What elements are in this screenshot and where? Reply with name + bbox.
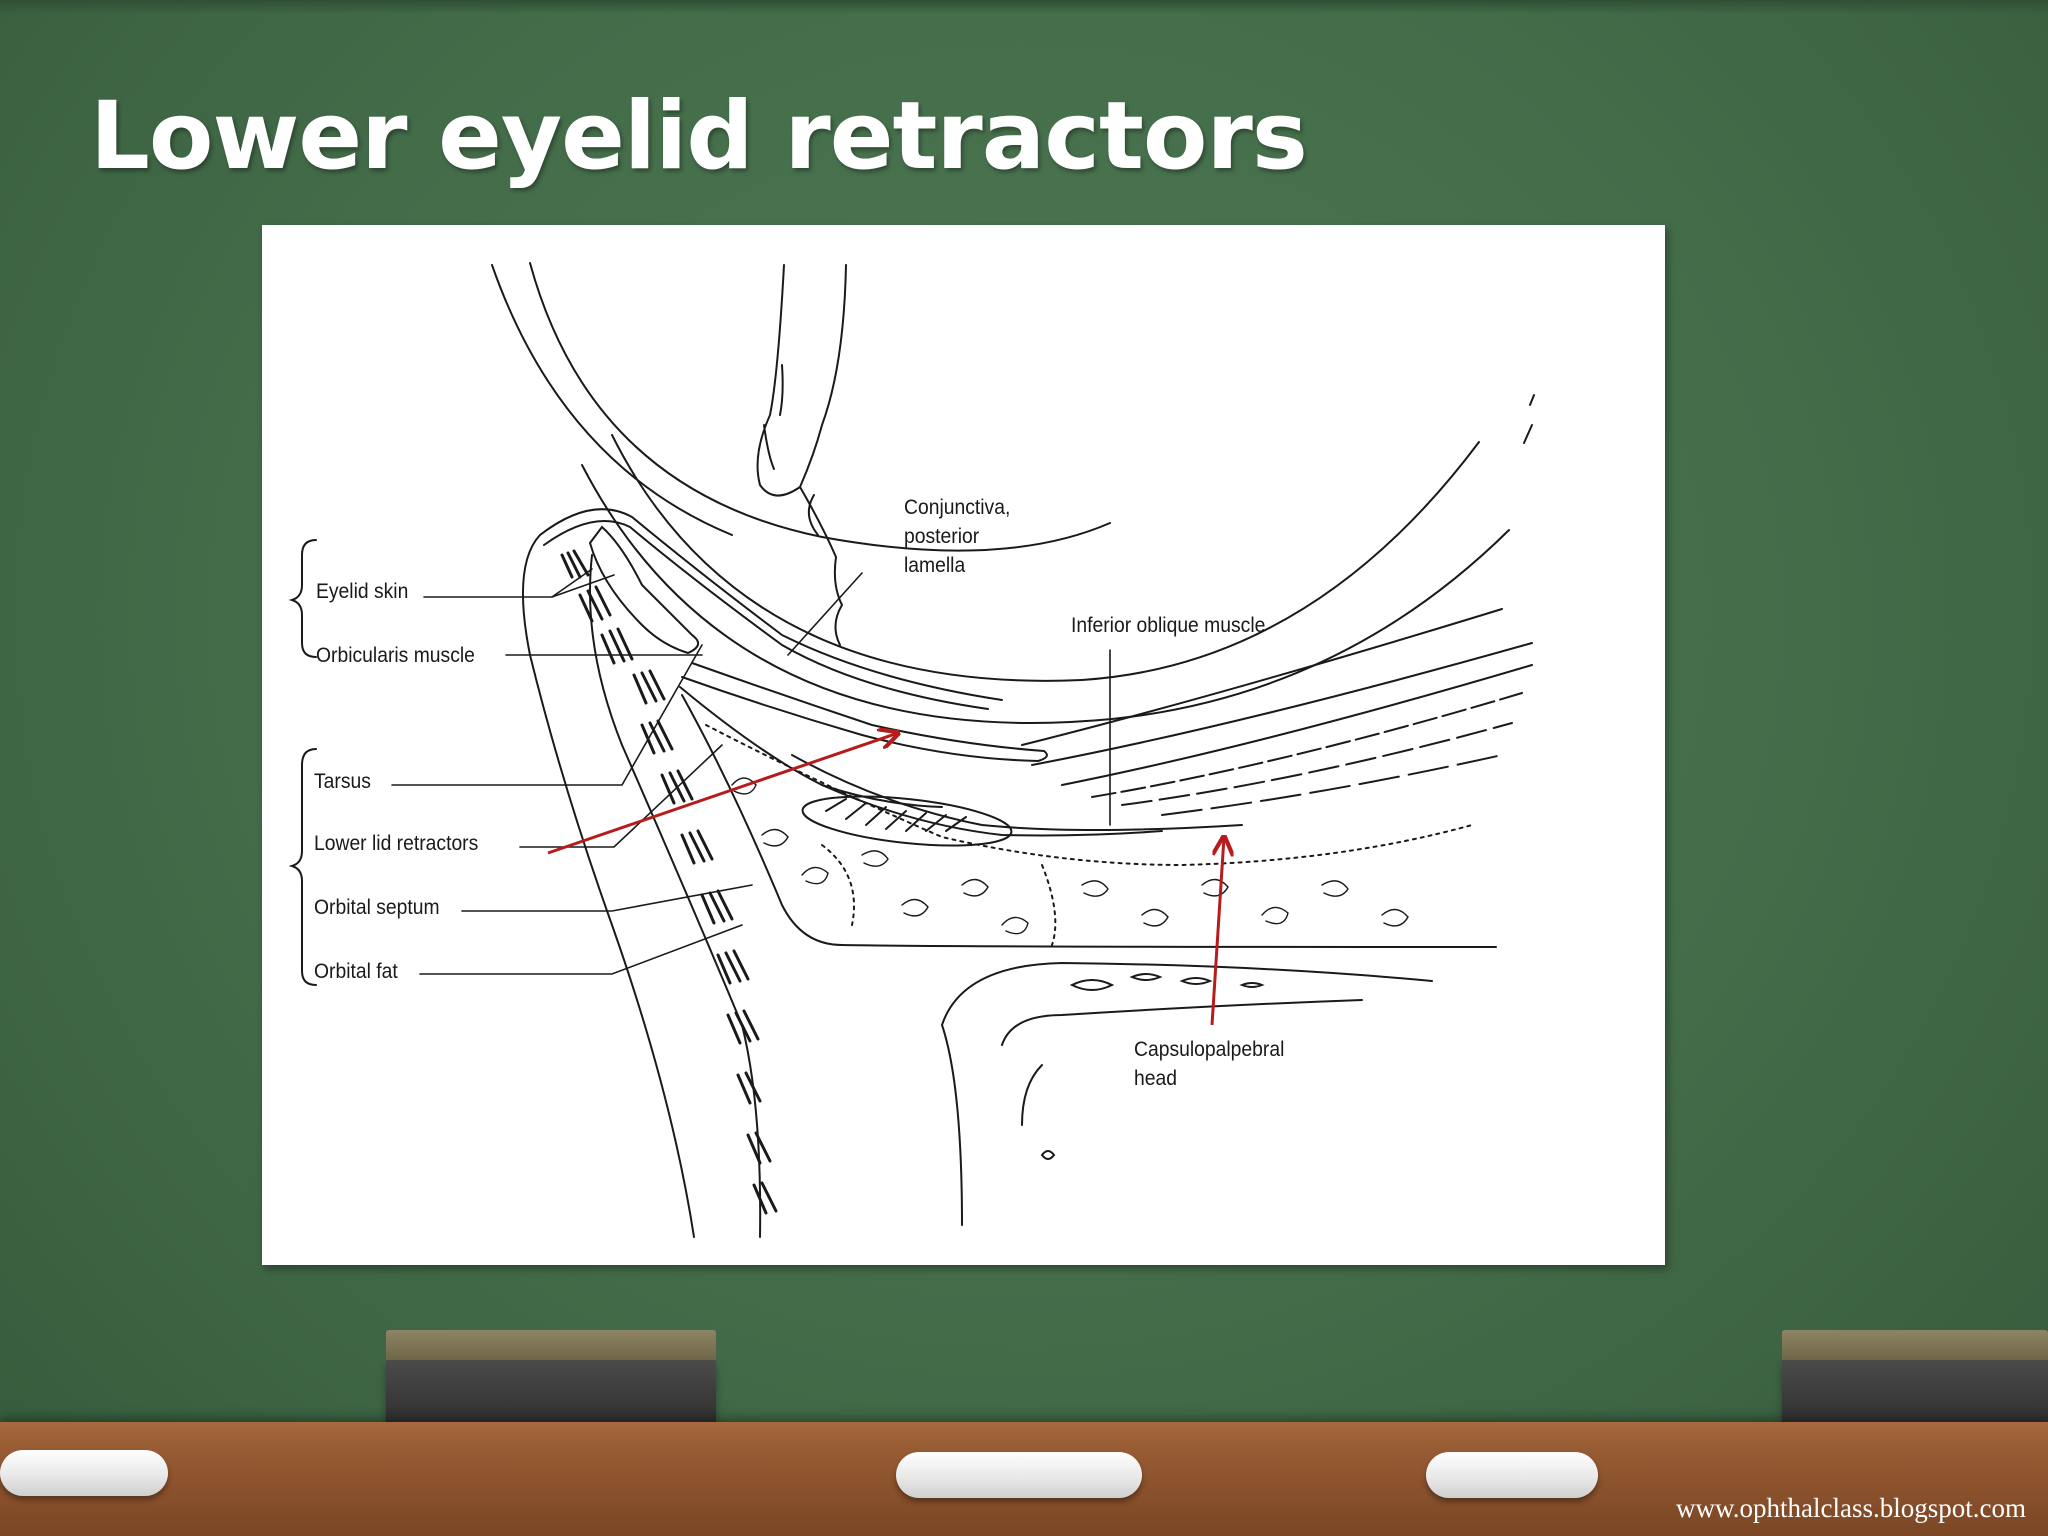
orbital-floor-bone bbox=[940, 961, 1433, 1226]
tarsus-outline bbox=[588, 525, 699, 655]
chalkboard-eraser-right bbox=[1782, 1330, 2048, 1432]
diagram-panel: Eyelid skin Orbicularis muscle Tarsus Lo… bbox=[262, 225, 1665, 1265]
eyelid-anterior-surface bbox=[521, 534, 695, 1238]
bracket-lower bbox=[288, 748, 317, 986]
leader-tarsus bbox=[391, 644, 703, 786]
orbital-fat-outline bbox=[705, 724, 1473, 867]
leader-orbital-fat bbox=[419, 924, 743, 975]
globe-outer-curve bbox=[581, 464, 1510, 724]
label-lower-lid-retractors: Lower lid retractors bbox=[314, 832, 479, 855]
chalk-stick-middle bbox=[896, 1452, 1142, 1498]
label-orbital-fat: Orbital fat bbox=[314, 960, 398, 983]
leader-eyelid-skin bbox=[423, 568, 593, 598]
slide-title: Lower eyelid retractors bbox=[90, 82, 1308, 191]
leader-lower-lid-retractors bbox=[519, 744, 723, 848]
leader-orbital-septum bbox=[461, 884, 753, 912]
label-capsulopalpebral-head: Capsulopalpebral head bbox=[1134, 1038, 1285, 1090]
retractor-annotation-arrow bbox=[547, 733, 898, 855]
label-orbital-septum: Orbital septum bbox=[314, 896, 440, 919]
label-tarsus: Tarsus bbox=[314, 770, 371, 793]
inferior-oblique-muscle bbox=[801, 795, 1013, 847]
cornea-curve bbox=[529, 262, 1111, 552]
label-orbicularis-muscle: Orbicularis muscle bbox=[316, 644, 475, 667]
lower-lid-retractor-layer bbox=[821, 784, 1163, 837]
label-conjunctiva: Conjunctiva, posterior lamella bbox=[904, 496, 1011, 577]
label-eyelid-skin: Eyelid skin bbox=[316, 580, 409, 603]
eyelid-skin-line bbox=[539, 508, 1003, 701]
conjunctiva-band bbox=[681, 662, 1048, 763]
leader-conjunctiva bbox=[787, 572, 863, 656]
chalk-stick-right bbox=[1426, 1452, 1598, 1498]
label-inferior-oblique-muscle: Inferior oblique muscle bbox=[1071, 614, 1266, 637]
chalk-stick-left bbox=[0, 1450, 168, 1496]
eyelid-cross-section-diagram bbox=[288, 262, 1535, 1238]
upper-tissue bbox=[756, 264, 847, 497]
capsulopalpebral-annotation-arrow bbox=[1210, 837, 1224, 1026]
chalkboard-eraser-left bbox=[386, 1330, 716, 1432]
cornea-curve-inner bbox=[491, 264, 733, 536]
bracket-upper bbox=[288, 539, 317, 658]
orbital-septum bbox=[681, 694, 1497, 948]
chalkboard-frame bbox=[0, 0, 2048, 14]
globe-inner-curve bbox=[611, 434, 1480, 682]
footer-url: www.ophthalclass.blogspot.com bbox=[1676, 1493, 2026, 1523]
